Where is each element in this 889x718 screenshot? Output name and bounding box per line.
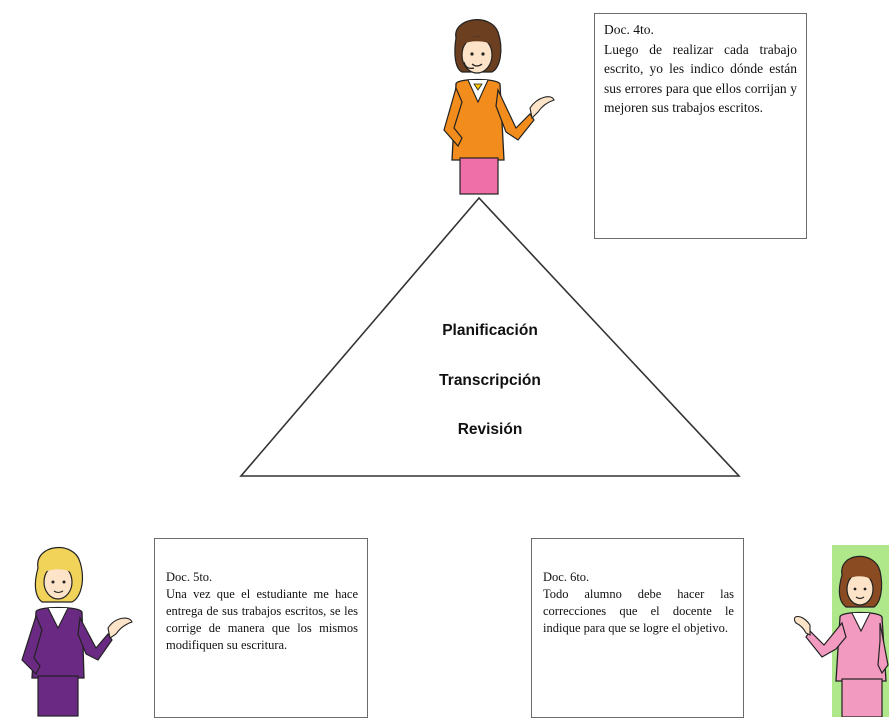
note-doc-6to-text: Todo alumno debe hacer las correcciones …: [543, 587, 734, 635]
note-doc-4to: Doc. 4to. Luego de realizar cada trabajo…: [594, 13, 807, 239]
teacher-orange-icon: [412, 10, 562, 195]
note-doc-5to-text: Una vez que el estudiante me hace entreg…: [166, 587, 358, 652]
note-doc-4to-heading: Doc. 4to.: [604, 22, 654, 37]
teacher-pink-icon: [794, 545, 889, 717]
note-doc-5to-heading: Doc. 5to.: [166, 570, 213, 584]
note-doc-6to: Doc. 6to. Todo alumno debe hacer las cor…: [531, 538, 744, 718]
note-doc-4to-text: Luego de realizar cada trabajo escrito, …: [604, 41, 797, 116]
note-doc-5to: Doc. 5to. Una vez que el estudiante me h…: [154, 538, 368, 718]
teacher-purple-icon: [8, 538, 138, 718]
stage-revision: Revisión: [457, 421, 523, 438]
note-doc-6to-heading: Doc. 6to.: [543, 570, 590, 584]
stage-transcripcion: Transcripción: [439, 372, 541, 389]
stage-planificacion: Planificación: [442, 322, 538, 339]
